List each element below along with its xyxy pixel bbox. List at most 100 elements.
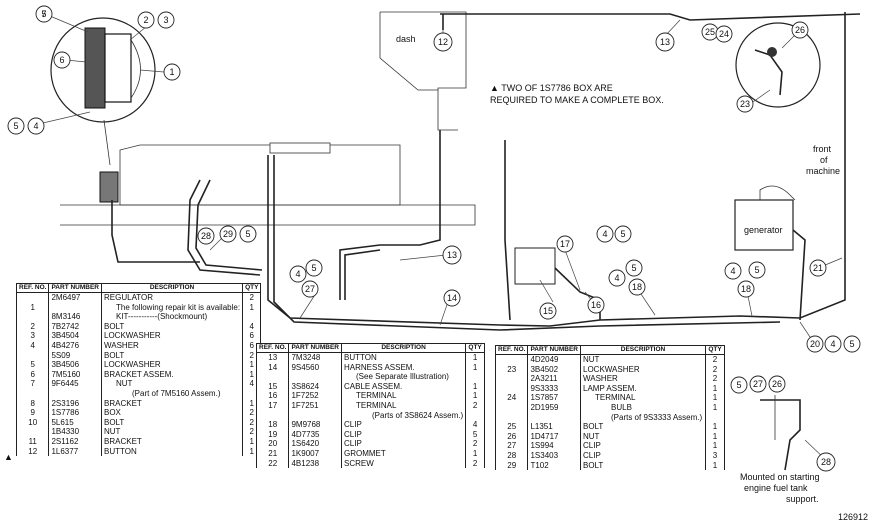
parts-table-1: REF. NO. PART NUMBER DESCRIPTION QTY 2M6… xyxy=(15,283,262,457)
qty-cell: 1 xyxy=(242,302,262,313)
qty-cell: 1 xyxy=(465,352,485,363)
description-cell: CLIP xyxy=(340,429,467,440)
callout-20: 21 xyxy=(809,259,827,277)
description-cell: CLIP xyxy=(340,420,467,430)
regulator-body xyxy=(104,33,132,103)
qty-cell xyxy=(465,372,485,382)
description-cell: BOLT xyxy=(100,417,244,428)
part-number-cell: 9S4560 xyxy=(288,362,342,373)
svg-text:13: 13 xyxy=(660,37,670,47)
svg-text:14: 14 xyxy=(447,293,457,303)
callout-5-f: 5 xyxy=(843,335,861,353)
callout-27-left: 28 xyxy=(197,227,215,245)
starting-motor xyxy=(514,247,556,285)
part-number-cell: 9M9768 xyxy=(288,420,342,430)
front-label-3: machine xyxy=(806,166,840,176)
part-number-cell: 5S09 xyxy=(48,350,102,361)
svg-text:5: 5 xyxy=(736,380,741,390)
svg-text:27: 27 xyxy=(753,379,763,389)
svg-text:26: 26 xyxy=(772,379,782,389)
col-desc: DESCRIPTION xyxy=(100,283,244,293)
table-row: (Parts of 9S3333 Assem.) xyxy=(494,412,725,423)
qty-cell: 2 xyxy=(705,354,725,365)
callout-28: 27 xyxy=(301,280,319,298)
callout-7: 5 xyxy=(35,5,53,23)
description-cell: LOCKWASHER xyxy=(580,364,706,375)
description-cell: NUT xyxy=(580,431,706,442)
mounted-label-3: support. xyxy=(786,494,819,504)
detail-leader xyxy=(103,119,111,166)
callout-15: 15 xyxy=(539,302,557,320)
ref-cell: 29 xyxy=(494,460,529,471)
qty-cell: 3 xyxy=(705,450,725,461)
svg-text:5: 5 xyxy=(754,265,759,275)
description-cell: REGULATOR xyxy=(100,292,244,303)
dash-label: dash xyxy=(396,34,416,44)
svg-text:1: 1 xyxy=(169,67,174,77)
engine-cap xyxy=(269,142,331,154)
svg-text:5: 5 xyxy=(311,263,316,273)
col-qty: QTY xyxy=(705,345,725,355)
callout-1: 1 xyxy=(163,63,181,81)
table-row: (Part of 7M5160 Assem.) xyxy=(15,388,262,399)
ref-cell: 7 xyxy=(15,379,50,389)
svg-text:28: 28 xyxy=(821,457,831,467)
ref-cell xyxy=(15,427,50,437)
note-line-2: REQUIRED TO MAKE A COMPLETE BOX. xyxy=(490,95,664,105)
table-row: (See Separate Illustration) xyxy=(255,372,485,382)
part-number-cell: 2D1959 xyxy=(527,402,581,413)
description-cell: TERMINAL xyxy=(340,400,467,411)
callout-5: 5 xyxy=(7,117,25,135)
part-number-cell xyxy=(527,412,581,423)
part-number-cell: 1F7251 xyxy=(288,400,342,411)
description-cell: HARNESS ASSEM. xyxy=(340,362,467,373)
svg-text:25: 25 xyxy=(705,27,715,37)
callout-18: 18 xyxy=(628,278,646,296)
part-number-cell xyxy=(48,302,102,313)
regulator-detail-circle xyxy=(50,17,156,123)
description-cell: NUT xyxy=(580,354,706,365)
callout-2: 2 xyxy=(137,11,155,29)
svg-text:18: 18 xyxy=(741,284,751,294)
callout-4-d: 4 xyxy=(608,269,626,287)
ref-cell: 19 xyxy=(255,429,290,440)
engine-wire-2 xyxy=(195,179,263,271)
generator-label: generator xyxy=(744,225,783,235)
ref-cell: 10 xyxy=(15,417,50,428)
svg-text:4: 4 xyxy=(602,229,607,239)
description-cell: BUTTON xyxy=(340,352,467,363)
part-number-cell: 1S994 xyxy=(527,441,581,451)
callout-5-e: 5 xyxy=(748,261,766,279)
qty-cell: 1 xyxy=(465,391,485,401)
dash-harness-2 xyxy=(344,249,381,300)
col-ref: REF. NO. xyxy=(255,343,290,353)
part-number-cell: 4B1238 xyxy=(288,458,342,469)
callout-25: 26 xyxy=(768,375,786,393)
svg-text:29: 29 xyxy=(223,229,233,239)
ref-cell: 4 xyxy=(15,340,50,351)
description-cell: GROMMET xyxy=(340,448,467,459)
callout-5-g: 5 xyxy=(730,376,748,394)
regulator-wire xyxy=(111,200,200,263)
qty-cell: 5 xyxy=(465,429,485,440)
callout-4-e: 4 xyxy=(724,262,742,280)
description-cell: NUT xyxy=(100,379,244,389)
description-cell: (Parts of 3S8624 Assem.) xyxy=(340,410,467,421)
ref-cell xyxy=(494,354,529,365)
ref-cell xyxy=(494,402,529,413)
